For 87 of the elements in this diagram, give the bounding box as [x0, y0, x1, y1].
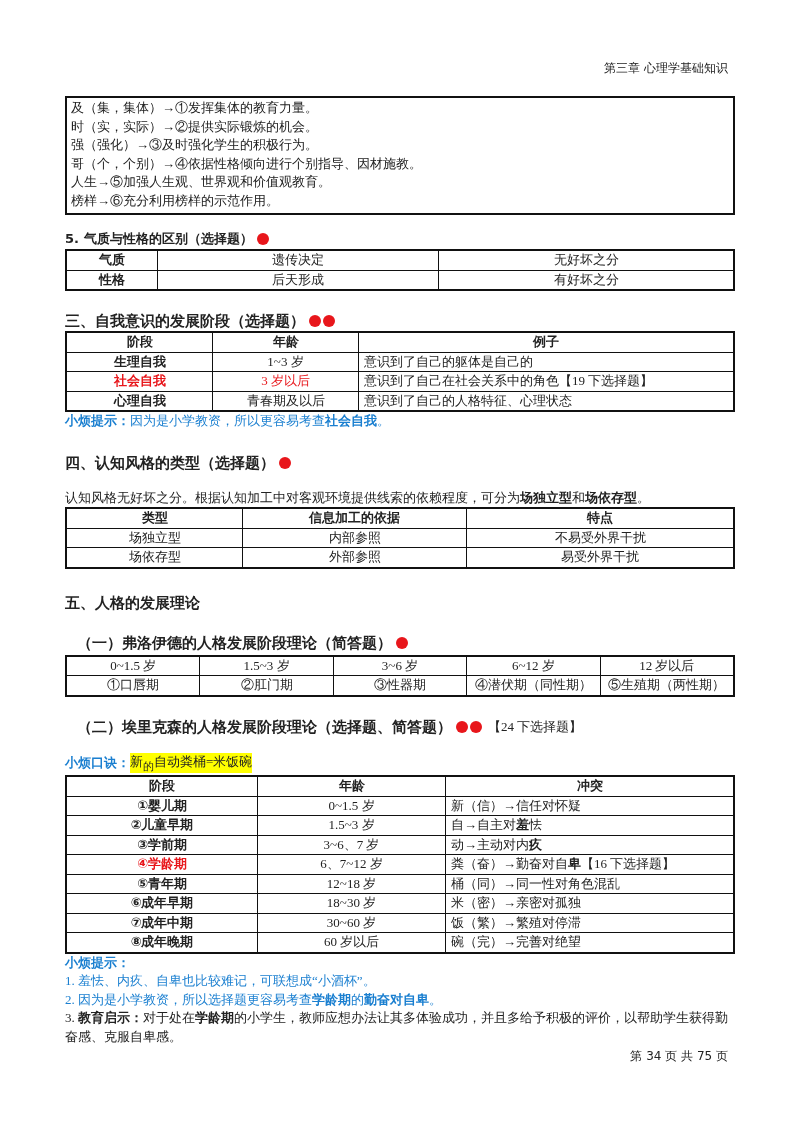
table-header-cell: 冲突 [446, 777, 733, 796]
table-cell: 6~12 岁 [467, 656, 600, 675]
table-cell: 0~1.5 岁 [258, 796, 445, 816]
chapter-header: 第三章 心理学基础知识 [604, 60, 728, 77]
table-cell: 0~1.5 岁 [67, 656, 200, 675]
table-cell: 易受外界干扰 [467, 548, 733, 567]
text-line: 时（实，实际）→②提供实际锻炼的机会。 [71, 117, 319, 136]
table-cell: 后天形成 [158, 270, 438, 289]
table-cell: 意识到了自己的躯体是自己的 [359, 352, 733, 371]
table-cell: ⑥成年早期 [67, 894, 257, 913]
mnemonic-heading: 小烦口诀： [65, 753, 130, 772]
table-cell: 动→主动对内疚 [446, 835, 733, 855]
section-heading: 三、自我意识的发展阶段（选择题） [65, 311, 305, 331]
text-line: 人生→⑤加强人生观、世界观和价值观教育。 [71, 173, 332, 191]
table-cell: 碗（完）→完善对绝望 [446, 933, 733, 952]
table-cell: 不易受外界干扰 [467, 528, 733, 547]
table-cell: ④潜伏期（同性期） [467, 676, 600, 695]
text-line: 及（集，集体）→①发挥集体的教育力量。 [71, 99, 319, 117]
tip-text: 1. 羞怯、内疚、自卑也比较难记，可联想成“小酒杯”。 [65, 972, 377, 991]
table-cell: 1~3 岁 [213, 352, 358, 371]
table-cell: ③学前期 [67, 835, 257, 855]
table-cell: ②肛门期 [200, 676, 333, 695]
table-cell: 场依存型 [67, 548, 242, 567]
table-cell: 外部参照 [243, 548, 466, 567]
section-heading: 5. 气质与性格的区别（选择题） [65, 230, 253, 248]
table-header-cell: 年龄 [258, 777, 445, 796]
tip-text: 3. 教育启示：对于处在学龄期的小学生，教师应想办法让其多体验成功，并且多给予积极的评价，以帮助学生获得勤奋感、克服自卑感。 [65, 1009, 729, 1046]
table-cell: 饭（繁）→繁殖对停滞 [446, 913, 733, 933]
table-cell: ①婴儿期 [67, 796, 257, 816]
tip-text: 小烦提示：因为是小学教资，所以更容易考查社会自我。 [65, 412, 391, 430]
table-cell: 场独立型 [67, 528, 242, 547]
table-cell: 性格 [67, 270, 157, 289]
table-cell: 1.5~3 岁 [258, 816, 445, 835]
table-cell: 粪（奋）→勤奋对自卑【16 下选择题】 [446, 855, 733, 874]
table-cell: 意识到了自己在社会关系中的角色【19 下选择题】 [359, 372, 733, 391]
table-cell: ⑧成年晚期 [67, 933, 257, 952]
table-cell: ①口唇期 [67, 676, 200, 695]
table-cell: 意识到了自己的人格特征、心理状态 [359, 391, 733, 410]
table-cell: ⑤生殖期（两性期） [600, 676, 733, 695]
table-header-cell: 例子 [359, 333, 733, 352]
table-cell: 18~30 岁 [258, 894, 445, 913]
table-header-cell: 年龄 [213, 333, 358, 352]
table-cell: 气质 [67, 251, 157, 270]
table-cell: 3 岁以后 [213, 372, 358, 391]
page-number: 第 34 页 共 75 页 [630, 1048, 728, 1065]
table-cell: ⑤青年期 [67, 874, 257, 894]
section-heading: （二）埃里克森的人格发展阶段理论（选择题、简答题） [77, 716, 452, 737]
table-cell: 生理自我 [67, 352, 212, 371]
table-cell: 30~60 岁 [258, 913, 445, 933]
exam-note: 【24 下选择题】 [488, 717, 583, 736]
section-heading: （一）弗洛伊德的人格发展阶段理论（简答题） [77, 632, 392, 653]
table-cell: ③性器期 [333, 676, 467, 695]
table-cell: 有好坏之分 [439, 270, 733, 289]
table-cell: 12 岁以后 [600, 656, 733, 675]
table-cell: 内部参照 [243, 528, 466, 547]
highlighted-mnemonic: 新$_{的}$自动粪桶=米饭碗 [130, 752, 253, 774]
table-cell: 12~18 岁 [258, 874, 445, 894]
table-header-cell: 信息加工的依据 [243, 509, 466, 528]
table-cell: 心理自我 [67, 391, 212, 410]
tip-text: 认知风格无好坏之分。根据认知加工中对客观环境提供线索的依赖程度，可分为场独立型和场依存型。 [65, 488, 651, 507]
table-cell: ⑦成年中期 [67, 913, 257, 933]
table-cell: 新（信）→信任对怀疑 [446, 796, 733, 816]
table-header-cell: 阶段 [67, 777, 257, 796]
table-cell: 米（密）→亲密对孤独 [446, 894, 733, 913]
table-cell: 1.5~3 岁 [200, 656, 333, 675]
table-cell: 无好坏之分 [439, 251, 733, 270]
tip-heading: 小烦提示： [65, 953, 131, 972]
text-line: 强（强化）→③及时强化学生的积极行为。 [71, 136, 319, 154]
table-header-cell: 阶段 [67, 333, 212, 352]
table-cell: 6、7~12 岁 [258, 855, 445, 874]
table-cell: 遗传决定 [158, 251, 438, 270]
table-header-cell: 特点 [467, 509, 733, 528]
section-heading: 四、认知风格的类型（选择题） [65, 452, 275, 473]
table-cell: 社会自我 [67, 372, 212, 391]
table-cell: ④学龄期 [67, 855, 257, 874]
table-cell: 3~6 岁 [333, 656, 467, 675]
table-cell: 3~6、7 岁 [258, 835, 445, 855]
text-line: 哥（个，个别）→④依据性格倾向进行个别指导、因材施教。 [71, 154, 423, 173]
table-cell: ②儿童早期 [67, 816, 257, 835]
section-heading: 五、人格的发展理论 [65, 592, 200, 613]
table-cell: 青春期及以后 [213, 391, 358, 410]
table-header-cell: 类型 [67, 509, 242, 528]
tip-text: 2. 因为是小学教资，所以选择题更容易考查学龄期的勤奋对自卑。 [65, 990, 443, 1009]
text-line: 榜样→⑥充分利用榜样的示范作用。 [71, 191, 280, 210]
table-cell: 桶（同）→同一性对角色混乱 [446, 874, 733, 894]
table-cell: 60 岁以后 [258, 933, 445, 952]
table-cell: 自→自主对羞怯 [446, 816, 733, 835]
